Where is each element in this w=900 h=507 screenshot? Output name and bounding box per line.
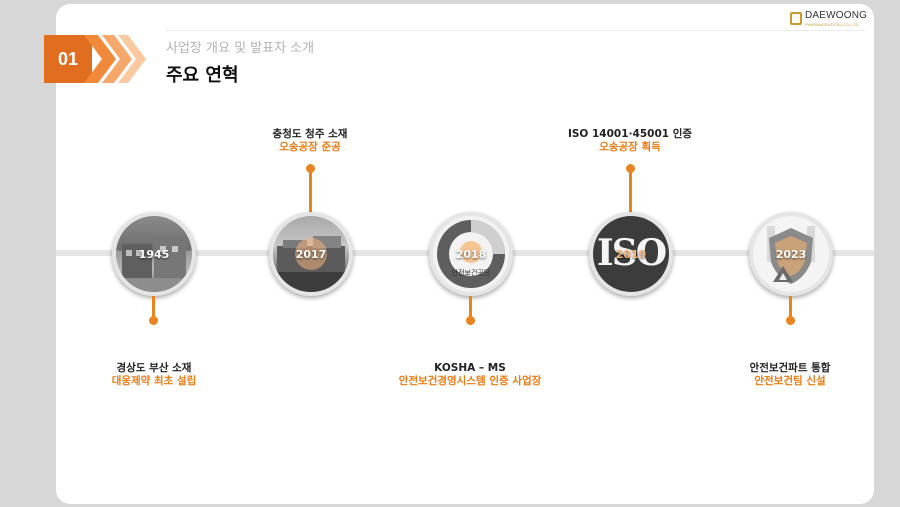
- chevron-arrows-icon: [84, 35, 146, 83]
- milestone-label-1945: 경상도 부산 소재 대웅제약 최초 설립: [64, 362, 244, 388]
- section-number-badge: 01: [44, 35, 92, 83]
- milestone-stem: [309, 168, 312, 213]
- logo-subtitle: PHARMACEUTICAL CO.,LTD: [805, 22, 859, 27]
- kosha-badge-text: 안전보건공단: [451, 269, 491, 277]
- logo-mark-icon: [790, 12, 802, 25]
- header-divider: [165, 30, 865, 31]
- kosha-logo: 2018 안전보건공단: [433, 216, 509, 292]
- milestone-node-1945: 1945: [112, 212, 196, 296]
- milestone-dot: [149, 316, 158, 325]
- milestone-detail: 안전보건경영시스템 인증 사업장: [398, 375, 542, 387]
- milestone-detail: 안전보건팀 신설: [754, 375, 826, 387]
- milestone-node-2018: 2018 안전보건공단: [429, 212, 513, 296]
- milestone-title: 경상도 부산 소재: [116, 362, 192, 374]
- page-title: 주요 연혁: [166, 65, 239, 86]
- safety-shield-icon: 2023: [753, 216, 829, 292]
- milestone-title: ISO 14001·45001 인증: [567, 128, 693, 140]
- milestone-detail: 오송공장 획득: [599, 141, 661, 153]
- milestone-year: 2023: [775, 247, 807, 261]
- iso-logo-text: ISO: [596, 232, 667, 274]
- company-logo: DAEWOONG PHARMACEUTICAL CO.,LTD: [790, 10, 870, 28]
- milestone-label-2018: KOSHA – MS 안전보건경영시스템 인증 사업장: [380, 362, 560, 388]
- milestone-stem: [469, 296, 472, 322]
- milestone-stem: [152, 296, 155, 322]
- milestone-dot: [786, 316, 795, 325]
- milestone-year: 2018: [455, 247, 487, 261]
- milestone-year: 2017: [295, 247, 327, 261]
- milestone-label-2019: ISO 14001·45001 인증 오송공장 획득: [540, 128, 720, 154]
- milestone-stem: [789, 296, 792, 322]
- milestone-title: 충청도 청주 소재: [272, 128, 348, 140]
- section-subtitle: 사업장 개요 및 발표자 소개: [166, 41, 315, 56]
- milestone-node-2019: ISO 2019: [589, 212, 673, 296]
- milestone-label-2023: 안전보건파트 통합 안전보건팀 신설: [700, 362, 880, 388]
- milestone-year: 2019: [615, 247, 647, 261]
- milestone-title: KOSHA – MS: [434, 362, 506, 374]
- milestone-label-2017: 충청도 청주 소재 오송공장 준공: [220, 128, 400, 154]
- osong-plant-photo: 2017: [273, 216, 349, 292]
- milestone-title: 안전보건파트 통합: [749, 362, 831, 374]
- milestone-detail: 대웅제약 최초 설립: [111, 375, 197, 387]
- milestone-stem: [629, 168, 632, 213]
- milestone-node-2023: 2023: [749, 212, 833, 296]
- milestone-year: 1945: [138, 247, 170, 261]
- milestone-node-2017: 2017: [269, 212, 353, 296]
- old-factory-photo: 1945: [116, 216, 192, 292]
- milestone-detail: 오송공장 준공: [279, 141, 341, 153]
- iso-logo: ISO 2019: [593, 216, 669, 292]
- milestone-dot: [466, 316, 475, 325]
- logo-text: DAEWOONG: [805, 10, 868, 21]
